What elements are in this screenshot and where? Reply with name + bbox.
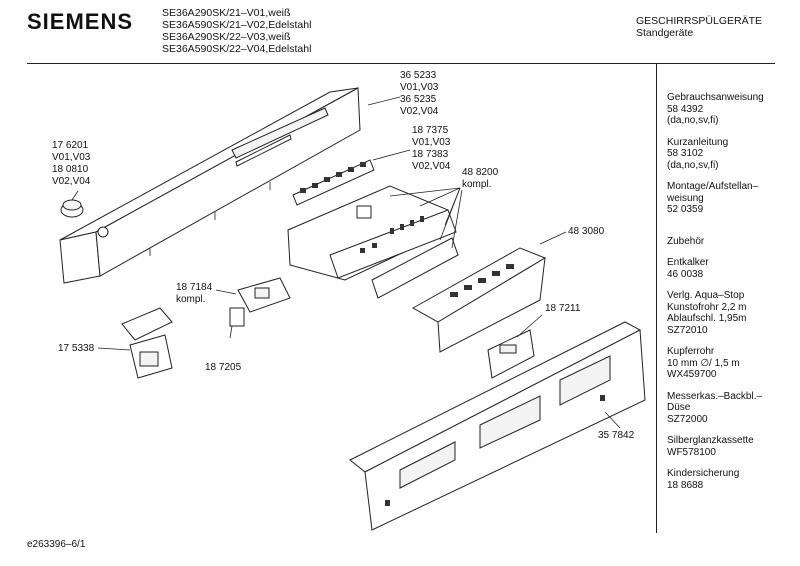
key-strip-part <box>292 159 375 206</box>
model-line: SE36A290SK/21–V01,weiß <box>162 7 291 19</box>
category-header: GESCHIRRSPÜLGERÄTE Standgeräte <box>636 15 762 39</box>
control-panel-fascia <box>59 87 361 284</box>
model-line: SE36A590SK/22–V04,Edelstahl <box>162 43 312 55</box>
leader-lines <box>97 96 621 429</box>
sidebar-item-accessories: Zubehör <box>667 235 705 247</box>
brand-logo: SIEMENS <box>27 9 134 34</box>
callout-357842: 35 7842 <box>598 430 635 441</box>
control-housing-part <box>349 321 646 531</box>
category-subtitle: Standgeräte <box>636 27 694 39</box>
electronic-module-part <box>287 185 459 299</box>
connector-part <box>121 307 173 379</box>
callout-483080: 48 3080 <box>568 226 605 237</box>
top-divider <box>27 63 775 64</box>
sidebar-divider <box>656 63 657 533</box>
callout-187211: 18 7211 <box>545 303 581 314</box>
sensor-board-part <box>487 329 535 379</box>
display-board-part <box>411 247 547 353</box>
callout-175338: 17 5338 <box>58 343 95 354</box>
model-line: SE36A290SK/22–V03,weiß <box>162 31 291 43</box>
model-line: SE36A590SK/21–V02,Edelstahl <box>162 19 312 31</box>
footer-doc-id: e263396–6/1 <box>27 539 86 550</box>
door-switch-part <box>229 277 291 327</box>
knob-part <box>60 190 84 218</box>
model-list: SE36A290SK/21–V01,weiß SE36A590SK/21–V02… <box>162 7 311 55</box>
category-title: GESCHIRRSPÜLGERÄTE <box>636 15 763 27</box>
callout-187205: 18 7205 <box>205 362 242 373</box>
